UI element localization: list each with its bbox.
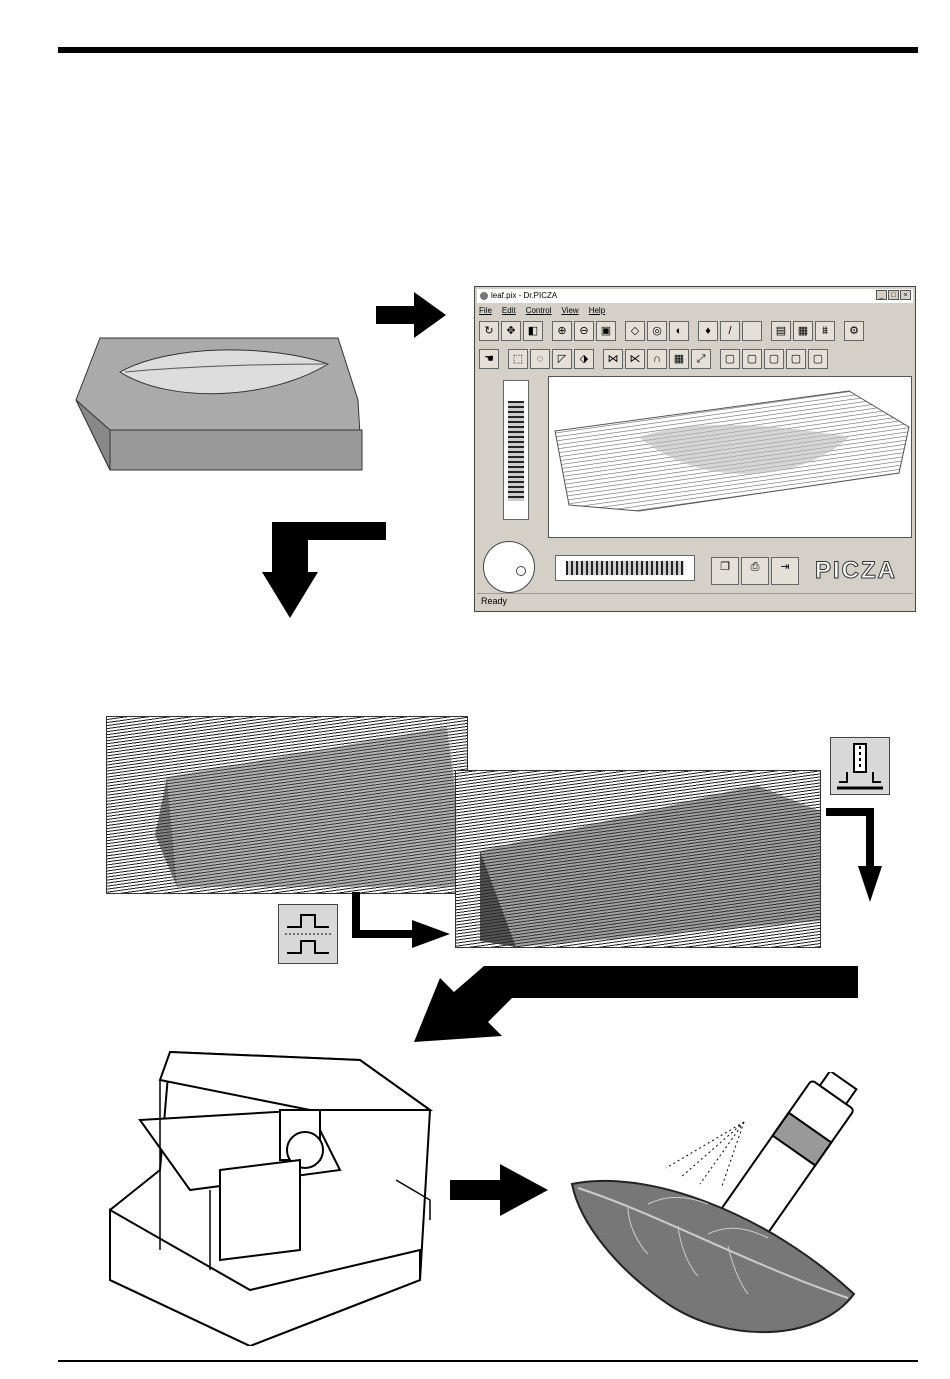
app-icon	[480, 292, 488, 300]
finish-surface-render	[456, 771, 820, 947]
menu-help[interactable]: Help	[589, 304, 605, 317]
height-slider[interactable]	[503, 380, 529, 520]
menu-file[interactable]: File	[479, 304, 492, 317]
blank-tool-icon[interactable]	[742, 321, 762, 341]
finished-leaf-illustration	[568, 1174, 862, 1346]
bottom-rule	[58, 1360, 918, 1362]
render-panel-rough	[106, 716, 468, 894]
paint-icon[interactable]: ♦	[698, 321, 718, 341]
mirror-h-icon[interactable]: ⋈	[603, 349, 623, 369]
cutting-tool-icon[interactable]	[830, 737, 890, 795]
view-back-icon[interactable]: ▢	[742, 349, 762, 369]
top-rule	[58, 47, 918, 53]
main-toolbar: ↻ ✥ ◧ ⊕ ⊖ ▣ ◇ ◎ ◐ ♦ / ▤ ▦ ⩩ ⚙	[479, 319, 864, 343]
zoom-out-icon[interactable]: ⊖	[574, 321, 594, 341]
print-icon[interactable]: ⎙	[741, 557, 769, 585]
menu-view[interactable]: View	[561, 304, 578, 317]
layers-icon[interactable]: ▤	[771, 321, 791, 341]
shade-tool-icon[interactable]: ◧	[523, 321, 543, 341]
leaf-mold-illustration	[70, 330, 370, 476]
step-cut-icon[interactable]	[278, 904, 338, 964]
elbow-arrow-small-icon	[352, 892, 452, 948]
wireframe-view-icon[interactable]: ◇	[625, 321, 645, 341]
copy-icon[interactable]: ❐	[711, 557, 739, 585]
view-left-icon[interactable]: ▢	[764, 349, 784, 369]
menu-control[interactable]: Control	[526, 304, 552, 317]
arrow-right-icon	[376, 290, 448, 340]
elbow-arrow-long-icon	[414, 966, 860, 1046]
app-window: leaf.pix - Dr.PICZA _ □ × File Edit Cont…	[474, 286, 916, 612]
select-rect-icon[interactable]: ⬚	[508, 349, 528, 369]
select-area-icon[interactable]: ⬗	[574, 349, 594, 369]
title-bar: leaf.pix - Dr.PICZA _ □ ×	[477, 289, 913, 303]
arrow-right-icon-2	[450, 1160, 550, 1220]
3d-viewport[interactable]	[548, 376, 912, 538]
elbow-arrow-down-icon	[262, 520, 388, 620]
view-top-icon[interactable]: ▢	[808, 349, 828, 369]
mirror-v-icon[interactable]: ⋉	[625, 349, 645, 369]
left-control-panel	[481, 376, 545, 538]
hand-tool-icon[interactable]: ☚	[479, 349, 499, 369]
wireframe-model	[549, 377, 911, 537]
brand-logo: PICZA	[815, 557, 897, 585]
surface-view-icon[interactable]: ◎	[647, 321, 667, 341]
arch-icon[interactable]: ∩	[647, 349, 667, 369]
menu-bar: File Edit Control View Help	[479, 304, 605, 317]
minimize-button[interactable]: _	[876, 290, 887, 300]
move-tool-icon[interactable]: ✥	[501, 321, 521, 341]
rotate-tool-icon[interactable]: ↻	[479, 321, 499, 341]
cutting-icon[interactable]: ⩩	[815, 321, 835, 341]
milling-machine-illustration	[100, 1050, 440, 1346]
maximize-button[interactable]: □	[888, 290, 899, 300]
scale-icon[interactable]: ⤢	[691, 349, 711, 369]
render-panel-finish	[455, 770, 821, 948]
menu-edit[interactable]: Edit	[502, 304, 516, 317]
close-button[interactable]: ×	[900, 290, 911, 300]
zoom-slider[interactable]	[555, 555, 695, 581]
grid-icon[interactable]: ▦	[669, 349, 689, 369]
exit-icon[interactable]: ⇥	[771, 557, 799, 585]
rough-surface-render	[107, 717, 467, 893]
zoom-in-icon[interactable]: ⊕	[552, 321, 572, 341]
render-view-icon[interactable]: ◐	[669, 321, 689, 341]
window-title: leaf.pix - Dr.PICZA	[491, 291, 557, 300]
export-icon[interactable]: ▦	[793, 321, 813, 341]
rotation-dial[interactable]	[483, 541, 535, 593]
select-lasso-icon[interactable]: ◌	[530, 349, 550, 369]
select-poly-icon[interactable]: ◸	[552, 349, 572, 369]
view-front-icon[interactable]: ▢	[720, 349, 740, 369]
brush-icon[interactable]: /	[720, 321, 740, 341]
secondary-toolbar: ☚ ⬚ ◌ ◸ ⬗ ⋈ ⋉ ∩ ▦ ⤢ ▢ ▢ ▢ ▢ ▢	[479, 347, 828, 371]
status-bar: Ready	[477, 593, 913, 609]
elbow-arrow-down-small-icon	[826, 808, 882, 904]
view-right-icon[interactable]: ▢	[786, 349, 806, 369]
settings-icon[interactable]: ⚙	[844, 321, 864, 341]
fit-view-icon[interactable]: ▣	[596, 321, 616, 341]
